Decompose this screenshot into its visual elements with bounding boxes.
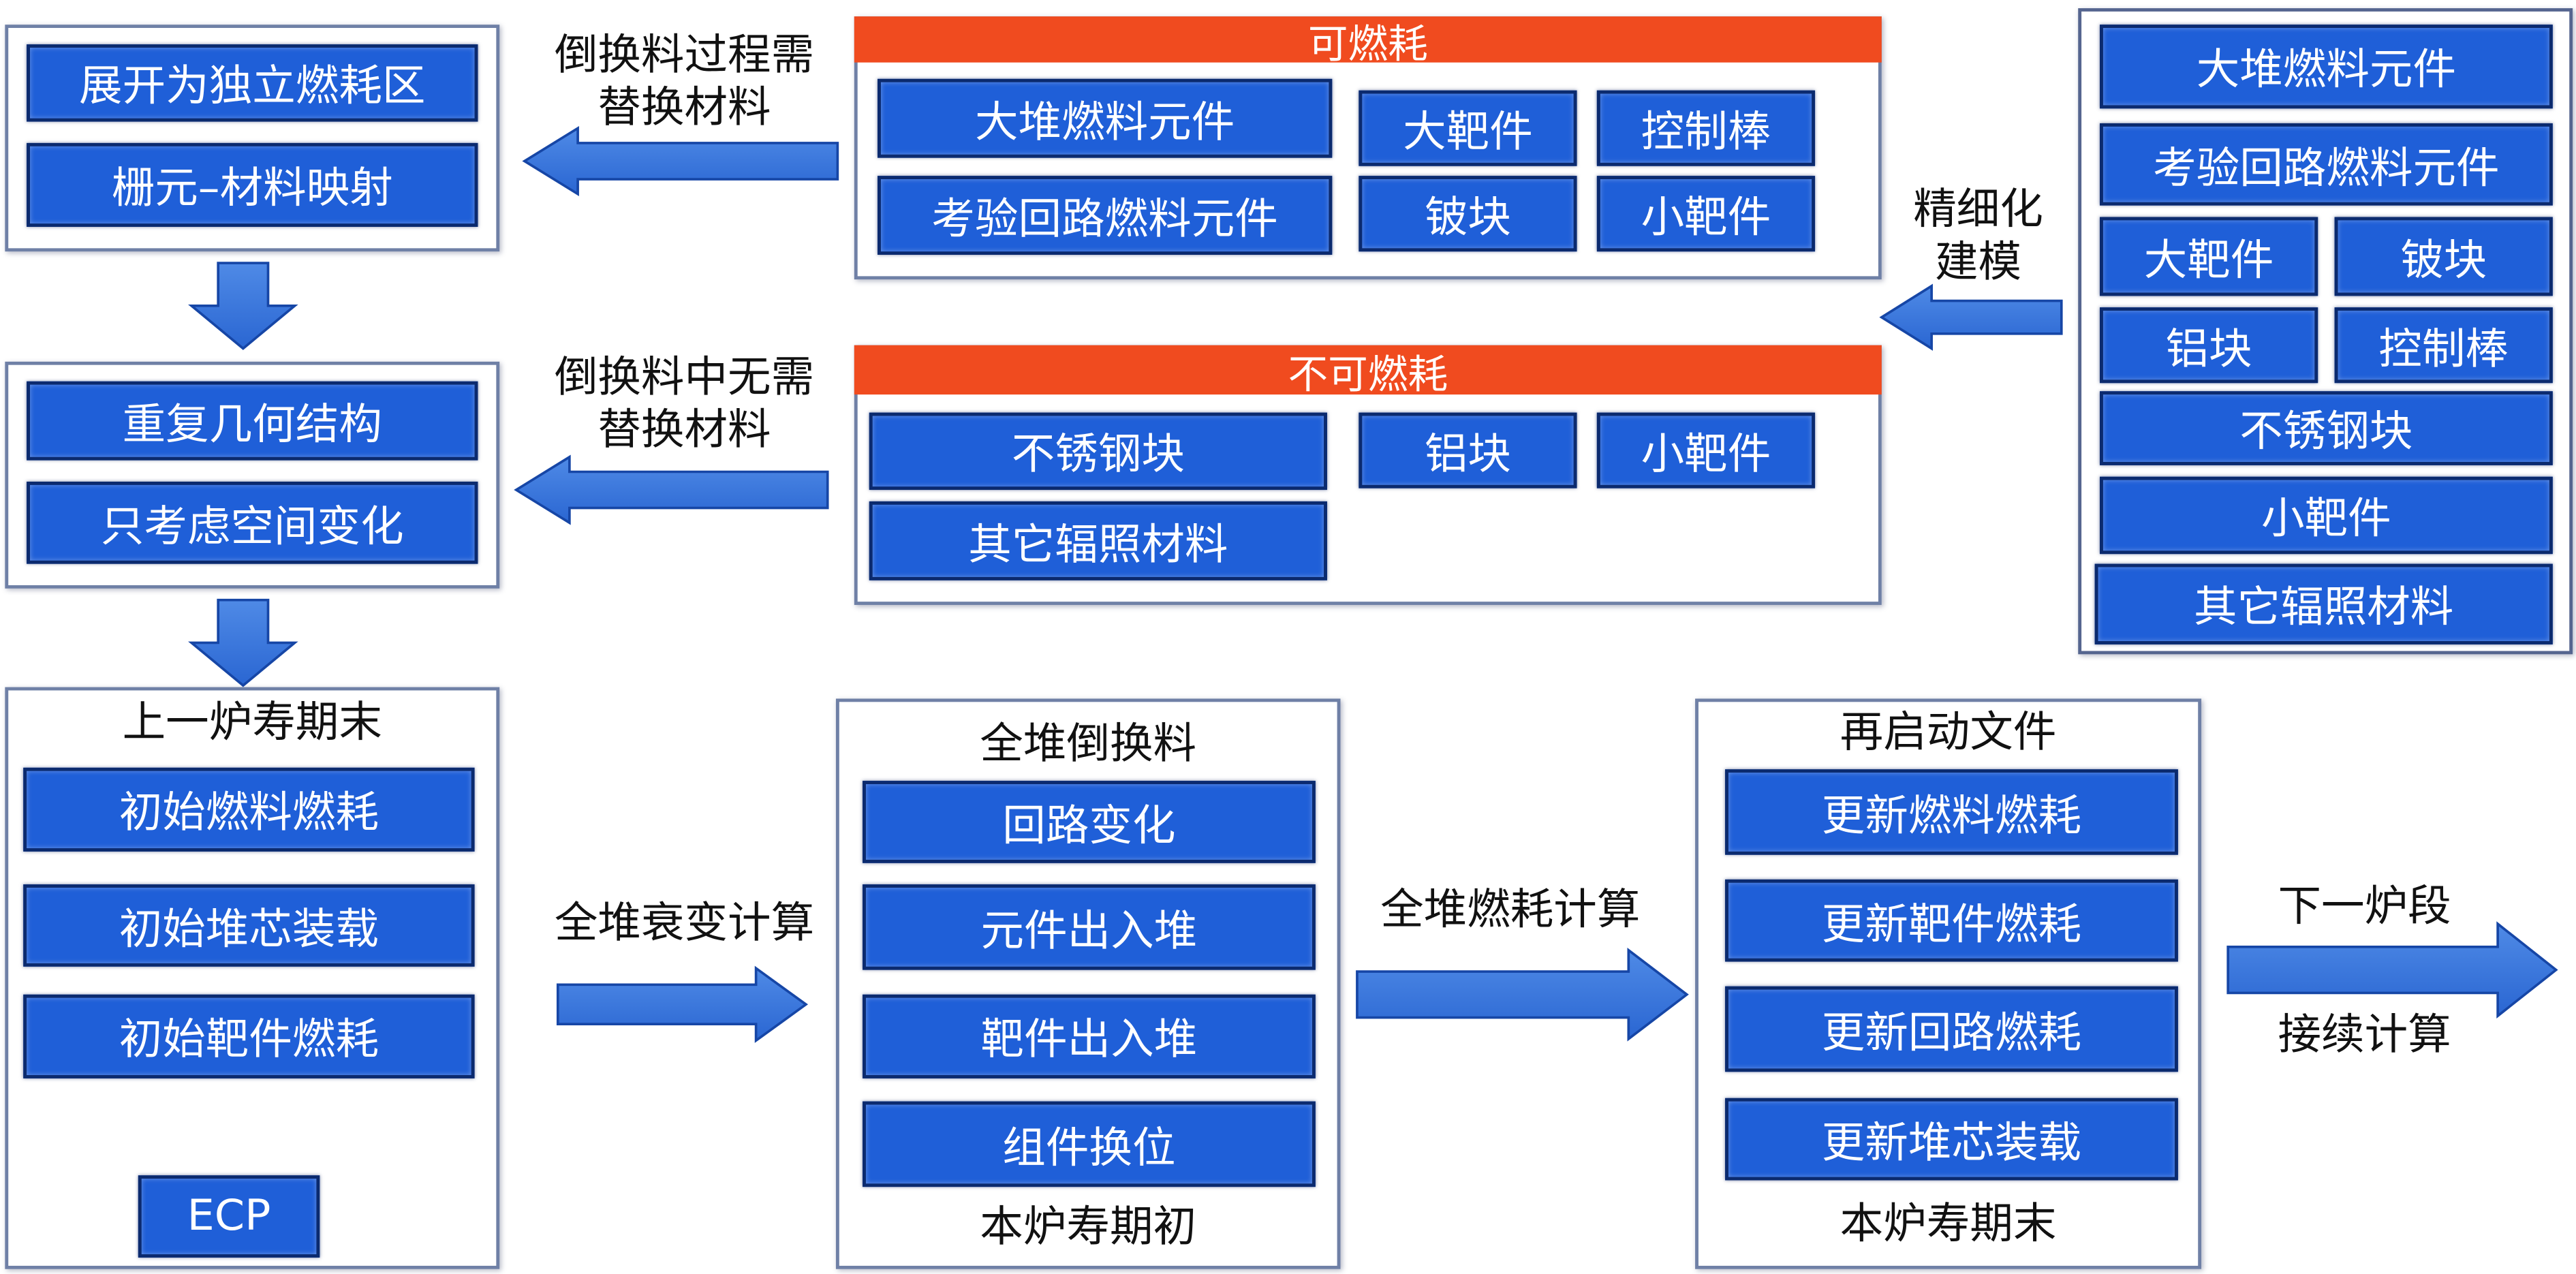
non-burnable-header: 不可燃耗: [854, 345, 1882, 397]
restart-item: 更新回路燃耗: [1725, 986, 2178, 1072]
non-burnable-item: 不锈钢块: [869, 412, 1327, 491]
restart-item: 更新靶件燃耗: [1725, 879, 2178, 962]
region-item: 展开为独立燃耗区: [27, 44, 478, 122]
label-line: 倒换料中无需: [554, 353, 815, 403]
geometry-item: 重复几何结构: [27, 381, 478, 461]
non-burnable-item: 铝块: [1359, 412, 1577, 488]
refined-modeling-label: 精细化 建模: [1895, 184, 2061, 289]
label-line: 替换材料: [598, 84, 771, 134]
restart-title: 再启动文件: [1840, 708, 2057, 758]
right-arrow-next-segment: [2226, 921, 2558, 1019]
ecp-input-box: ECP: [138, 1175, 320, 1258]
replace-needed-label: 倒换料过程需 替换材料: [529, 29, 839, 134]
refuel-item: 回路变化: [863, 781, 1316, 863]
next-segment-label: 下一炉段: [2278, 882, 2451, 933]
left-arrow-burnable-to-region: [522, 125, 839, 196]
refuel-item: 元件出入堆: [863, 884, 1316, 970]
left-arrow-nonburnable-to-geometry: [514, 454, 829, 525]
material-item: 铝块: [2099, 307, 2318, 384]
refuel-footer: 本炉寿期初: [980, 1203, 1197, 1253]
prev-cycle-title: 上一炉寿期末: [122, 698, 382, 748]
non-burnable-item: 其它辐照材料: [869, 501, 1327, 580]
label-line: 精细化: [1913, 185, 2043, 236]
material-item: 大靶件: [2099, 217, 2318, 296]
material-item: 小靶件: [2099, 476, 2553, 555]
burnable-item: 铍块: [1359, 176, 1577, 252]
restart-item: 更新堆芯装载: [1725, 1098, 2178, 1181]
left-arrow-refined-modeling: [1879, 283, 2063, 351]
right-arrow-decay-calc: [556, 965, 809, 1043]
geometry-item: 只考虑空间变化: [27, 481, 478, 564]
label-line: 建模: [1934, 238, 2022, 288]
material-item: 考验回路燃料元件: [2099, 123, 2553, 206]
burnable-item: 大靶件: [1359, 90, 1577, 166]
material-item: 不锈钢块: [2099, 391, 2553, 465]
burnable-item: 控制棒: [1596, 90, 1816, 166]
refuel-item: 靶件出入堆: [863, 994, 1316, 1078]
label-line: 替换材料: [598, 405, 771, 456]
label-line: 倒换料过程需: [554, 31, 815, 81]
material-item: 其它辐照材料: [2094, 563, 2553, 644]
burnable-header: 可燃耗: [854, 16, 1882, 67]
material-item: 铍块: [2334, 217, 2553, 296]
burnable-item: 大堆燃料元件: [878, 78, 1333, 158]
refuel-title: 全堆倒换料: [980, 719, 1197, 770]
continue-calc-label: 接续计算: [2278, 1010, 2451, 1061]
prev-cycle-item: 初始靶件燃耗: [23, 994, 475, 1078]
down-arrow-region-to-geometry: [188, 262, 298, 350]
burnable-item: 小靶件: [1596, 176, 1816, 252]
no-replace-label: 倒换料中无需 替换材料: [529, 352, 839, 456]
prev-cycle-item: 初始燃料燃耗: [23, 767, 475, 852]
restart-item: 更新燃料燃耗: [1725, 769, 2178, 855]
restart-footer: 本炉寿期末: [1840, 1200, 2057, 1249]
burnable-item: 考验回路燃料元件: [878, 176, 1333, 255]
refuel-item: 组件换位: [863, 1101, 1316, 1187]
right-arrow-burnup-calc: [1356, 947, 1689, 1042]
prev-cycle-item: 初始堆芯装载: [23, 884, 475, 967]
burnup-calc-label: 全堆燃耗计算: [1380, 886, 1641, 935]
non-burnable-item: 小靶件: [1596, 412, 1816, 488]
down-arrow-geometry-to-prev-cycle: [188, 598, 298, 687]
material-item: 大堆燃料元件: [2099, 25, 2553, 109]
region-item: 栅元–材料映射: [27, 142, 478, 227]
material-item: 控制棒: [2334, 307, 2553, 384]
decay-calc-label: 全堆衰变计算: [554, 899, 815, 949]
